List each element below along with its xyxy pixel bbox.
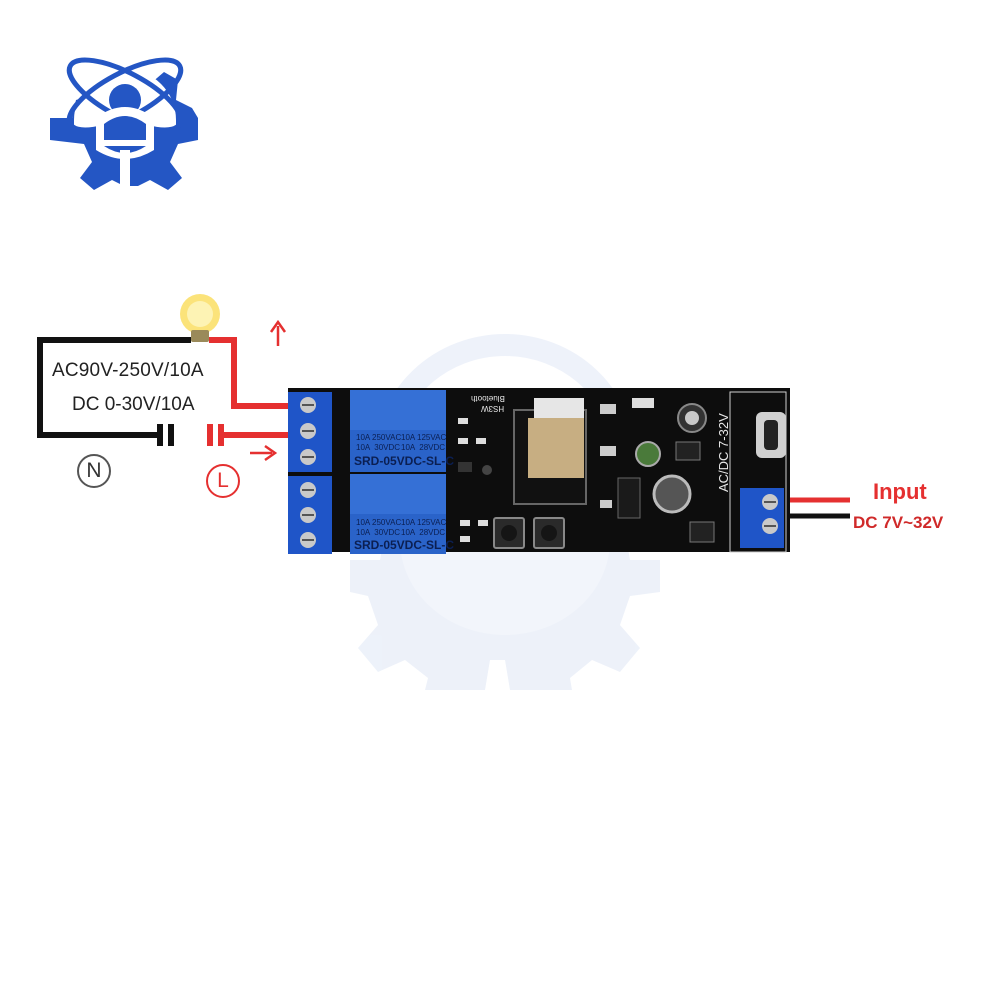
relay-1-rating-a: 10A 250VAC 10A 30VDC xyxy=(356,433,402,452)
output-terminal-block-2 xyxy=(288,476,332,554)
usb-c-port-icon xyxy=(756,412,786,458)
logo-icon xyxy=(50,57,198,190)
silk-module-code: HS3W xyxy=(481,404,505,413)
bulb-icon xyxy=(180,294,220,342)
arrow-up-icon xyxy=(269,319,287,346)
live-marker: L xyxy=(206,464,240,498)
load-ac-rating: AC90V-250V/10A xyxy=(52,360,204,381)
input-title: Input xyxy=(873,479,927,504)
load-dc-rating: DC 0-30V/10A xyxy=(72,394,195,415)
wireless-module xyxy=(513,398,587,505)
relay-2-model: SRD-05VDC-SL-C xyxy=(354,538,455,552)
arrow-right-icon xyxy=(250,444,278,462)
input-voltage-range: DC 7V~32V xyxy=(853,513,944,532)
relay-1-rating-b: 10A 125VAC 10A 28VDC xyxy=(401,433,447,452)
neutral-wire xyxy=(37,337,191,446)
neutral-marker: N xyxy=(77,454,111,488)
relay-2-rating-a: 10A 250VAC 10A 30VDC xyxy=(356,518,402,537)
relay-2-rating-b: 10A 125VAC 10A 28VDC xyxy=(401,518,447,537)
silk-supply-label: AC/DC 7-32V xyxy=(716,413,731,492)
silk-module-label: Bluetooth xyxy=(471,394,505,403)
input-wires xyxy=(780,497,850,519)
input-terminal-block xyxy=(740,488,784,548)
relay-1-model: SRD-05VDC-SL-C xyxy=(354,454,455,468)
relay-board xyxy=(288,388,790,554)
output-terminal-block-1 xyxy=(288,392,332,472)
live-wire xyxy=(207,337,292,446)
